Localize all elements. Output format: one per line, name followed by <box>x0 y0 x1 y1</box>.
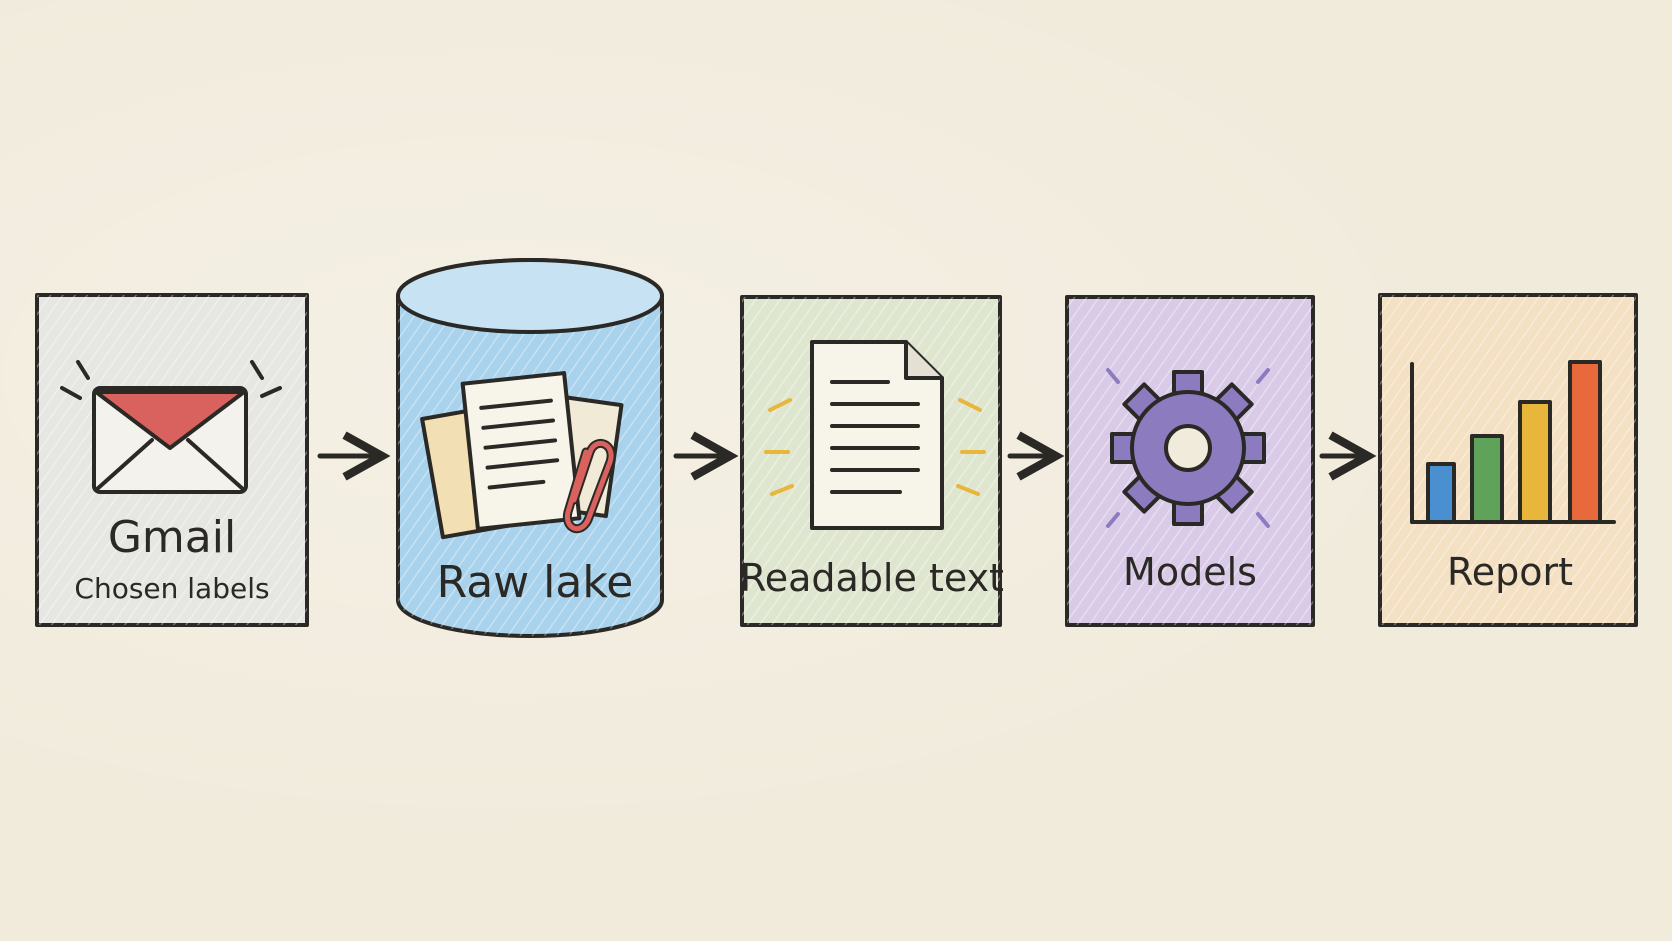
readable-text-title: Readable text <box>740 556 1004 600</box>
report-bar-3 <box>1518 400 1552 524</box>
node-readable-text: Readable text <box>740 295 1004 627</box>
node-models: Models <box>1065 295 1315 627</box>
node-report: Report <box>1378 293 1638 627</box>
raw-lake-title: Raw lake <box>437 557 634 608</box>
gmail-title: Gmail <box>108 512 236 563</box>
node-gmail: Gmail Chosen labels <box>35 293 309 627</box>
text-document-icon <box>764 340 986 530</box>
documents-paperclip-icon <box>420 371 624 540</box>
gear-icon <box>1106 368 1270 528</box>
gmail-subtitle: Chosen labels <box>74 572 269 605</box>
report-title: Report <box>1447 550 1573 594</box>
report-bar-1 <box>1426 462 1456 524</box>
bar-chart-icon <box>1410 360 1616 524</box>
raw-lake-top <box>396 258 664 334</box>
report-bar-4 <box>1568 360 1602 524</box>
envelope-icon <box>60 360 282 494</box>
node-raw-lake: Raw lake <box>396 258 664 638</box>
report-bar-2 <box>1470 434 1504 524</box>
models-title: Models <box>1123 550 1257 594</box>
